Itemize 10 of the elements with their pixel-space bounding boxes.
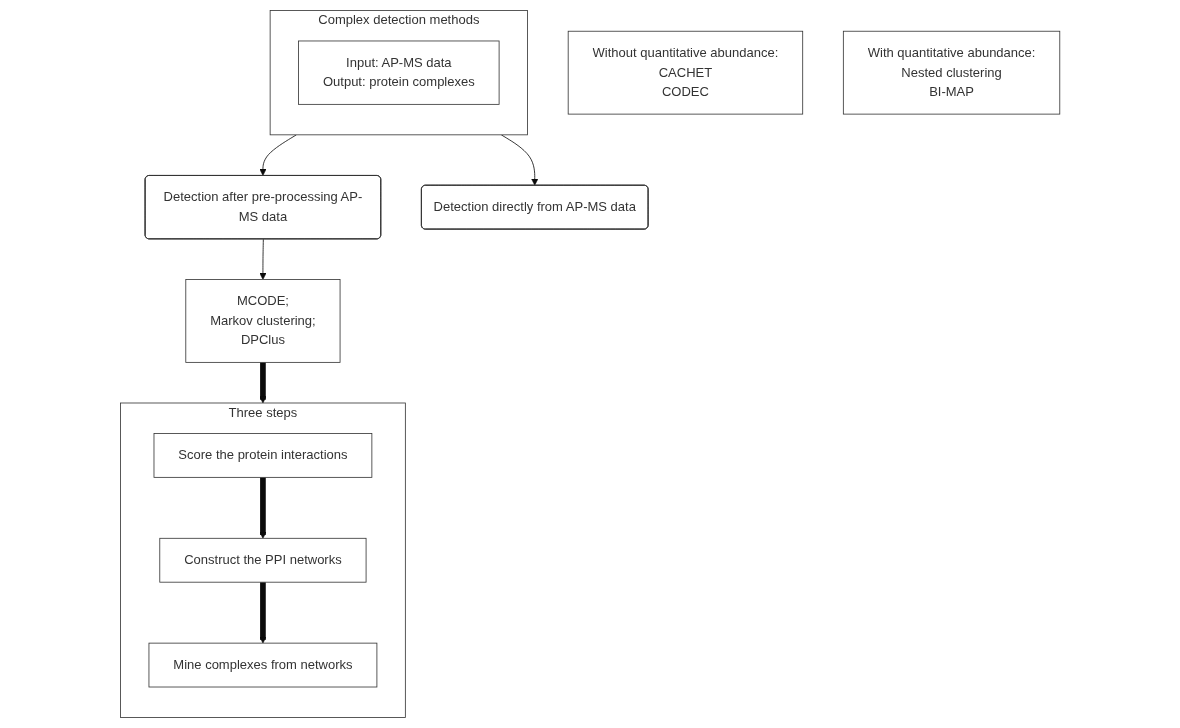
arrow: [259, 477, 267, 539]
arrow: [259, 362, 267, 404]
arrow: [259, 582, 267, 644]
node-box: With quantitative abundance: Nested clustering BI-MAP: [842, 30, 1061, 115]
node-box: MCODE; Markov clustering; DPClus: [185, 279, 341, 363]
node-box: Input: AP-MS data Output: protein complexes: [298, 40, 500, 105]
node-box: Without quantitative abundance: CACHET CODEC: [567, 30, 803, 115]
node-box: Construct the PPI networks: [159, 537, 367, 583]
node-box: Mine complexes from networks: [148, 642, 378, 688]
node-box: Score the protein interactions: [153, 433, 373, 478]
